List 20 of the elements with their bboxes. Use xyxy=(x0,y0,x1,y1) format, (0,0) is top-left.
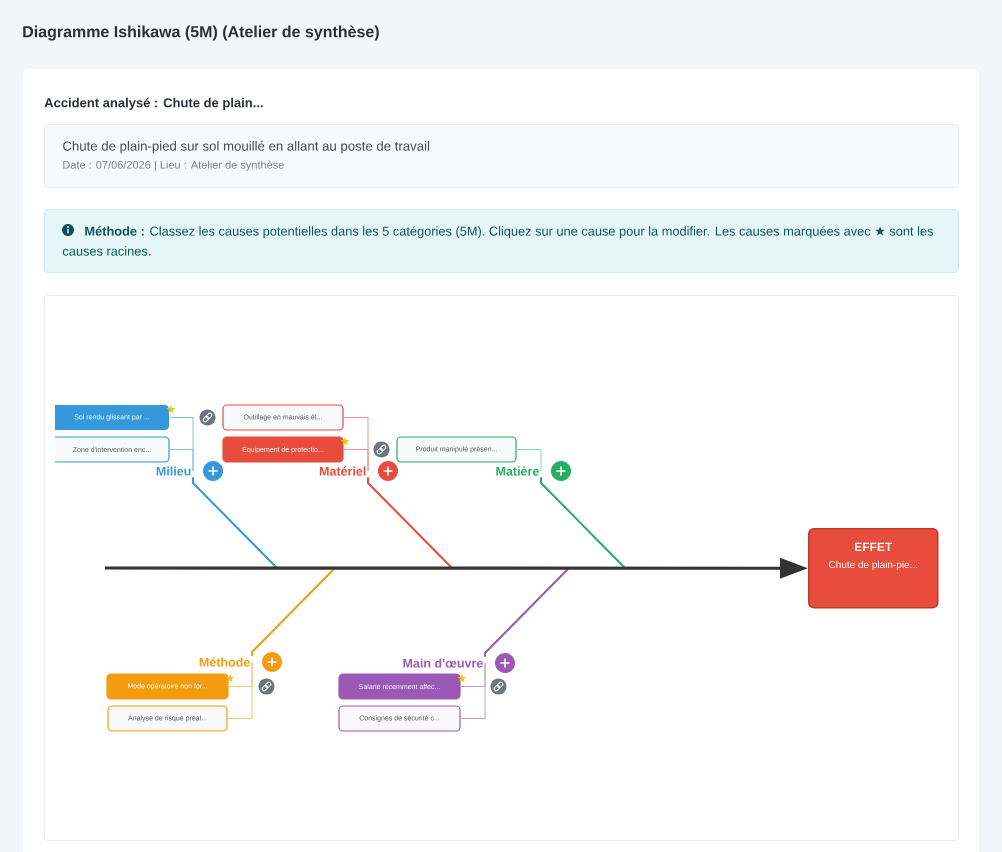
effect-box: EFFET Chute de plain-pie... xyxy=(808,528,939,609)
category-label: Matériel xyxy=(319,466,366,476)
branch-line xyxy=(251,567,336,657)
info-box: Méthode : Classez les causes potentielles dans les 5 catégories (5M). Cliquez sur une cause pour la modifier. Les causes marquées avec ★ sont les causes racines. xyxy=(44,209,959,273)
diagram-panel xyxy=(44,295,959,841)
description-box: Chute de plain-pied sur sol mouillé en allant au poste de travail Date : 07/06/2026 | Lieu : Atelier de synthèse xyxy=(44,124,959,188)
branch-line xyxy=(484,568,569,658)
branch-line xyxy=(540,476,626,569)
connector-line xyxy=(168,449,194,472)
category-label: Milieu xyxy=(156,466,191,476)
branch-line xyxy=(192,476,278,569)
branch-line xyxy=(367,476,453,569)
category-label: Méthode xyxy=(199,657,250,667)
page-title: Diagramme Ishikawa (5M) (Atelier de synthèse) xyxy=(23,25,379,41)
connector-line xyxy=(343,449,369,472)
category-label: Main d'œuvre xyxy=(403,658,483,668)
connector-line xyxy=(460,662,486,719)
category-label: Matière xyxy=(496,466,539,476)
connector-line xyxy=(516,449,542,472)
connector-line xyxy=(227,661,253,719)
